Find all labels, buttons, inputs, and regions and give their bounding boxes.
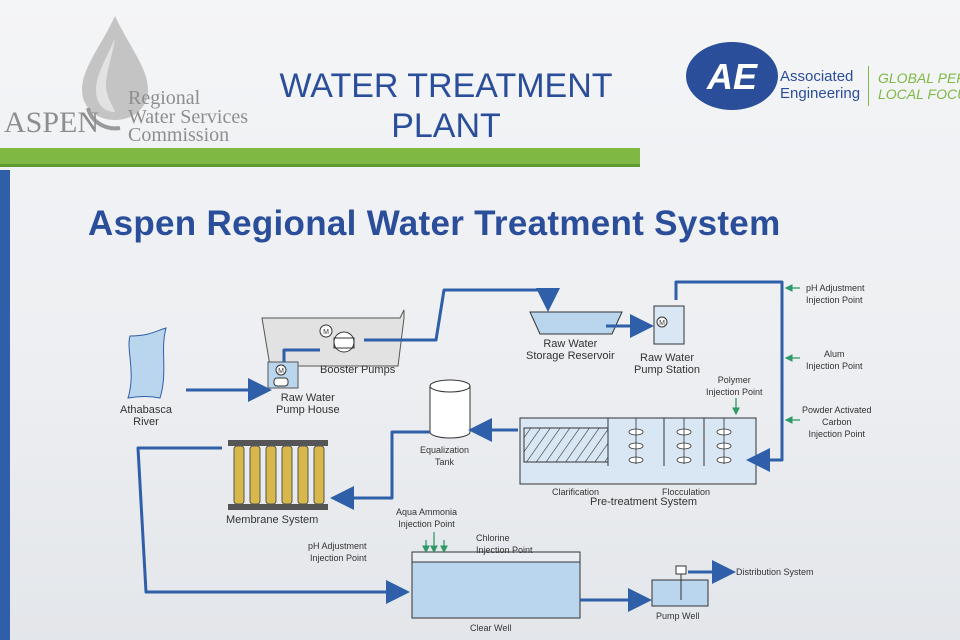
pumphouse-motor-label: M <box>278 368 284 375</box>
pump-well-tank <box>651 579 709 607</box>
label-clear-well: Clear Well <box>470 623 512 633</box>
ae-tagline-line2: LOCAL FOCUS. <box>878 86 960 102</box>
pump-station-motor <box>656 316 668 328</box>
ae-name-line2: Engineering <box>780 85 861 102</box>
clear-well-air <box>411 551 581 563</box>
flocculator-paddles <box>628 418 732 464</box>
left-accent-band <box>0 170 10 640</box>
booster-motor-label: M <box>323 329 329 336</box>
ae-separator <box>868 66 869 106</box>
plant-title: WATER TREATMENT PLANT <box>270 66 622 146</box>
membrane-system-unit <box>228 440 328 510</box>
ae-tagline-line1: GLOBAL PERS <box>878 70 960 86</box>
label-membrane-system: Membrane System <box>226 514 319 526</box>
pipe-pumphouse-to-booster <box>282 348 320 362</box>
ae-logo-mark: AE <box>706 56 758 97</box>
main-title: Aspen Regional Water Treatment System <box>88 204 781 243</box>
booster-pump-body <box>333 337 355 349</box>
green-divider-shadow <box>0 164 640 167</box>
aspen-sub-line2: Water Services <box>128 106 248 128</box>
pipe-eqtank-to-membrane <box>330 430 430 510</box>
aspen-sub-line1: Regional <box>128 87 201 109</box>
pump-house-pump <box>273 377 289 387</box>
plant-title-line2: PLANT <box>391 107 501 145</box>
label-pump-well: Pump Well <box>656 611 700 621</box>
pipe-booster-to-reservoir <box>364 288 560 342</box>
station-motor-label: M <box>659 320 665 327</box>
equalization-tank <box>429 385 471 439</box>
label-distribution-system: Distribution System <box>736 567 814 577</box>
pipe-station-to-pretreat <box>674 280 784 472</box>
label-flocculation: Flocculation <box>662 487 711 497</box>
clarifier-hatch <box>523 427 609 463</box>
ae-name-line1: Associated <box>780 68 854 85</box>
pump-well-motor <box>675 565 687 575</box>
aspen-wordmark: ASPEN <box>4 106 100 139</box>
storage-reservoir <box>529 311 623 335</box>
associated-engineering-logo: AE <box>686 42 778 110</box>
label-booster-pumps: Booster Pumps <box>320 364 396 376</box>
clear-well-tank <box>411 555 581 619</box>
pump-house-motor <box>275 364 287 376</box>
booster-pump <box>333 331 355 353</box>
plant-title-line1: WATER TREATMENT <box>279 67 613 105</box>
water-drop-icon <box>82 16 148 131</box>
green-divider-bar <box>0 148 640 164</box>
booster-motor <box>319 324 333 338</box>
pipe-membrane-to-clearwell <box>136 446 410 604</box>
label-pre-treatment-system: Pre-treatment System <box>590 496 697 508</box>
label-clarification: Clarification <box>552 487 600 497</box>
aspen-sub-line3: Commission <box>128 124 230 146</box>
athabasca-river <box>127 327 167 399</box>
equalization-tank-top <box>429 379 471 393</box>
aspen-logo: ASPEN Regional Water Services Commission <box>0 8 270 145</box>
